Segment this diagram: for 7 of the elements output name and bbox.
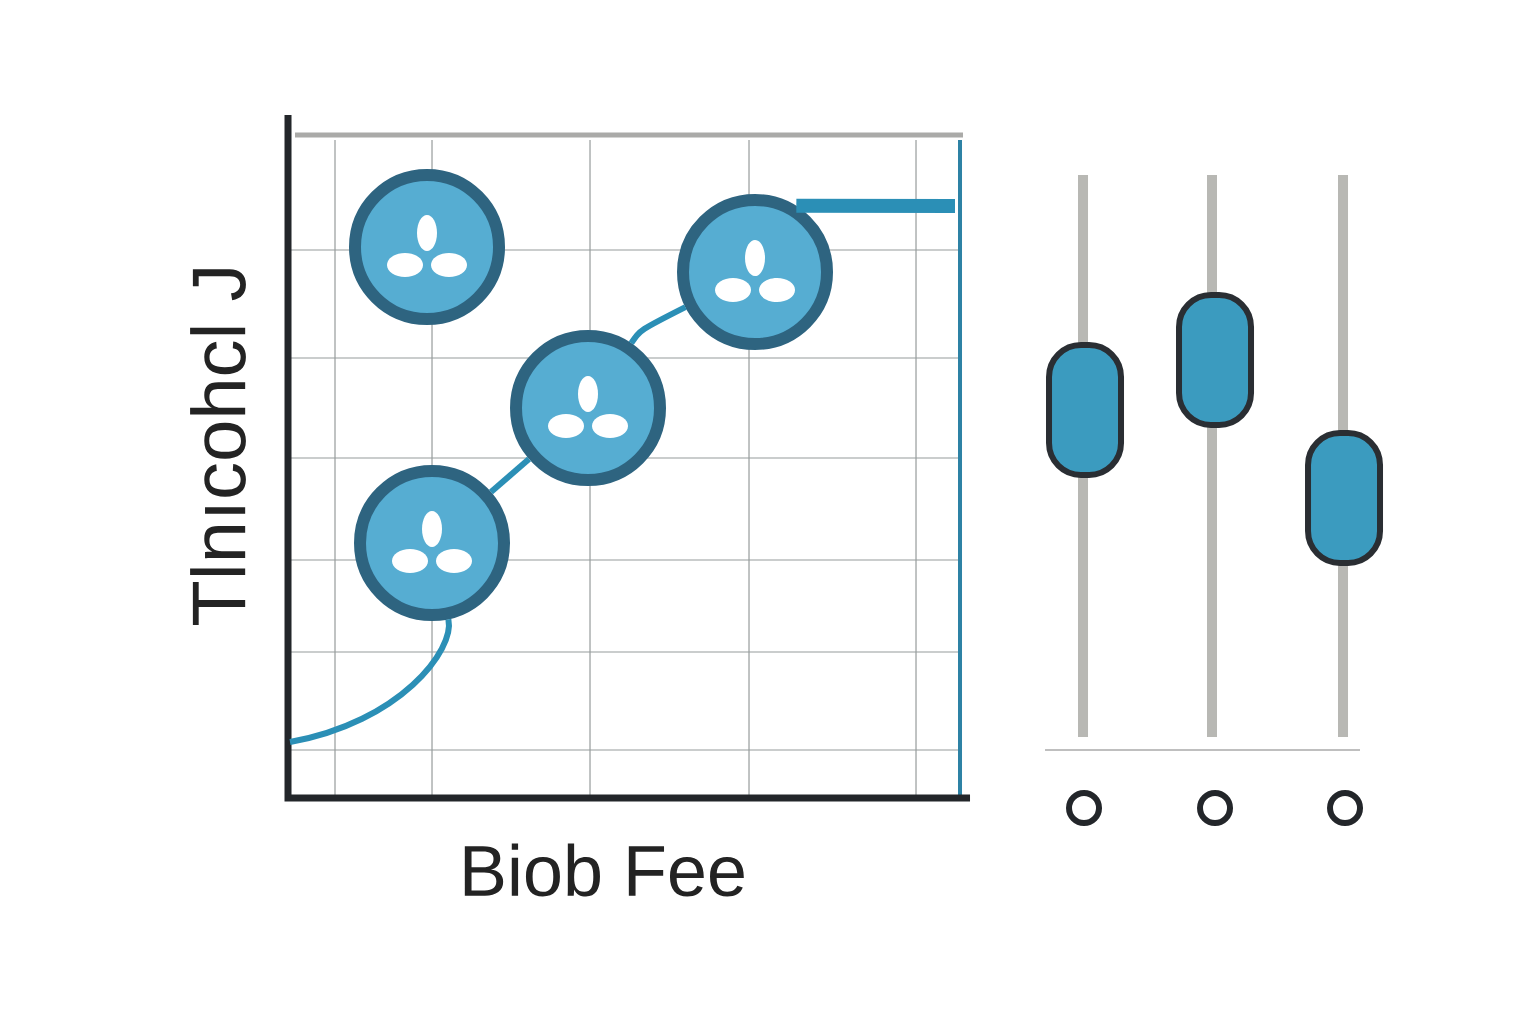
curve-line [489, 456, 531, 495]
curve-line [796, 198, 955, 213]
circle-node [349, 169, 505, 325]
axis-title: Tlnıcohcl J [190, 269, 246, 625]
axis-title: Biob Fee [464, 843, 744, 897]
curve-line [628, 304, 687, 345]
curve-line [289, 619, 452, 745]
